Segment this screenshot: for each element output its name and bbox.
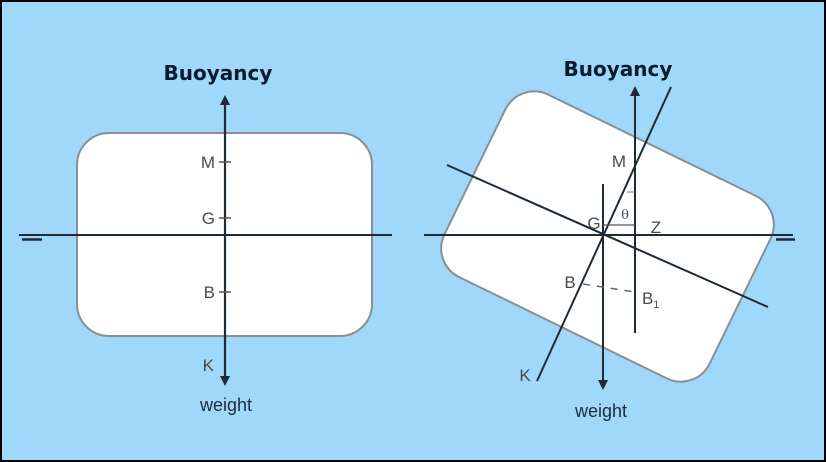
upright-weight-label: weight — [199, 395, 252, 415]
label-keel-K: K — [203, 356, 215, 375]
heeled-inclined-waterline — [446, 164, 769, 308]
heeled-label-keel-K: K — [519, 366, 531, 385]
heeled-angle-theta: θ — [621, 208, 629, 223]
label-metacentre-M: M — [201, 153, 215, 172]
heeled-label-metacentre-M: M — [612, 152, 626, 171]
heeled-label-centre-of-gravity-G: G — [587, 214, 600, 233]
label-centre-of-buoyancy-B: B — [204, 283, 215, 302]
B1-subscript: 1 — [653, 299, 659, 311]
upright-buoyancy-title: Buoyancy — [164, 61, 273, 85]
heeled-label-centre-of-buoyancy-B: B — [564, 273, 575, 292]
label-centre-of-gravity-G: G — [202, 209, 215, 228]
buoyancy-shift-dashed — [582, 283, 636, 293]
B1-main: B — [642, 289, 653, 308]
heeled-weight-label: weight — [574, 401, 627, 421]
heeled-label-Z: Z — [651, 218, 661, 237]
heeled-buoyancy-title: Buoyancy — [564, 57, 673, 81]
upright-ship-panel: Buoyancy M G B K weight — [19, 61, 392, 415]
heeled-ship-panel: Buoyancy M G θ Z B B1 K weight — [424, 57, 795, 421]
heeled-label-new-buoyancy-B1: B1 — [642, 289, 659, 311]
